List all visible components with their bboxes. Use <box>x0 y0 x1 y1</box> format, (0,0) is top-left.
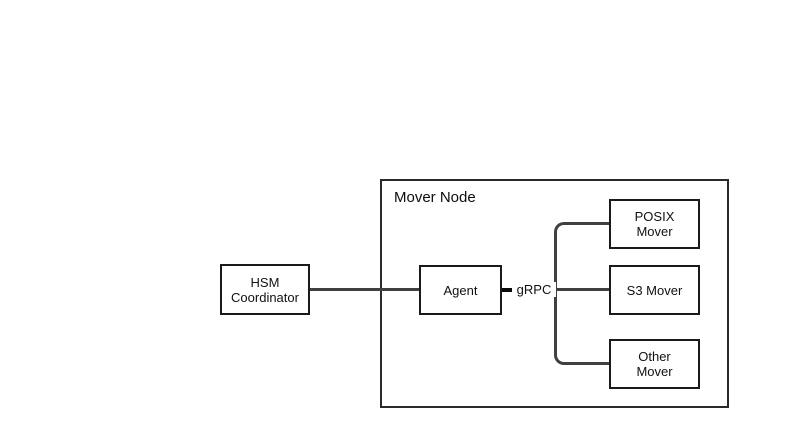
mover-node-title: Mover Node <box>394 189 476 206</box>
other-mover-label: Other Mover <box>636 349 673 379</box>
agent-label: Agent <box>443 282 478 298</box>
connector-agent-to-grpc <box>500 288 517 292</box>
node-agent: Agent <box>419 265 502 315</box>
connector-hsm-to-agent <box>310 288 420 291</box>
grpc-edge-label: gRPC <box>512 282 556 297</box>
connector-branch-bracket <box>554 222 609 365</box>
node-hsm-coordinator: HSM Coordinator <box>220 264 310 315</box>
node-s3-mover: S3 Mover <box>609 265 700 315</box>
s3-mover-label: S3 Mover <box>626 282 683 298</box>
node-other-mover: Other Mover <box>609 339 700 389</box>
connector-grpc-to-s3-mover <box>556 288 609 291</box>
mover-node-container: Mover Node <box>380 179 729 408</box>
hsm-coordinator-label: HSM Coordinator <box>231 274 299 305</box>
node-posix-mover: POSIX Mover <box>609 199 700 249</box>
posix-mover-label: POSIX Mover <box>634 209 675 239</box>
